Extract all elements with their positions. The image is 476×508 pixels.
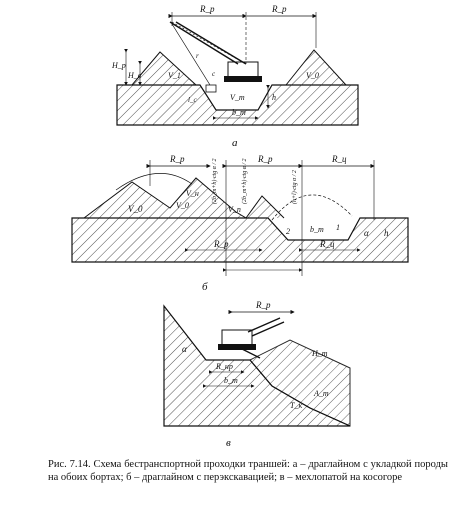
panel-c-dim-rp: R_р bbox=[255, 300, 271, 310]
panel-a-ground bbox=[116, 84, 359, 126]
panel-b-left-pile bbox=[82, 177, 248, 219]
panel-b: R_р R_р R_ц R_р R_ц (2b_т+h)·ctg α / 2 (… bbox=[71, 154, 409, 293]
panel-a-label-h: h bbox=[272, 93, 276, 102]
panel-a-left-pile bbox=[131, 51, 197, 86]
panel-b-rot-1: (2b_т+h)·ctg α / 2 bbox=[211, 158, 218, 204]
panel-b-dim-rc-2: R_ц bbox=[319, 239, 335, 249]
panel-b-rot-3: (h+l)·ctg α / 2 bbox=[291, 170, 298, 204]
panel-b-label-2: 2 bbox=[286, 227, 290, 236]
panel-a-right-pile bbox=[285, 49, 347, 86]
panel-b-rot-2: (2b_т+h)·ctg α / 2 bbox=[241, 158, 248, 204]
panel-b-dim-rc-1: R_ц bbox=[331, 154, 347, 164]
panel-c-dim-bt: b_т bbox=[224, 376, 238, 385]
panel-c-label-alpha: α bbox=[182, 344, 187, 354]
panel-c-dim-rnr: R_нр bbox=[215, 362, 233, 371]
panel-c-label-tk: T_к bbox=[290, 401, 302, 410]
panel-a-dim-rp-right: R_р bbox=[271, 4, 287, 14]
panel-b-label-vn: V_н bbox=[186, 189, 199, 198]
panel-b-mid-pile bbox=[245, 195, 285, 219]
panel-c-caption-letter: в bbox=[226, 437, 231, 449]
panel-c: R_р R_нр b_т α H_т T_к A_т в bbox=[163, 300, 351, 449]
panel-a: R_р R_р H_р H_в V_1 V_0 V_т h b_т l_с r … bbox=[111, 4, 359, 149]
panel-a-dim-rp-left: R_р bbox=[199, 4, 215, 14]
panel-a-label-hv: H_в bbox=[127, 71, 142, 80]
panel-a-caption-letter: а bbox=[232, 137, 238, 149]
panel-b-caption-letter: б bbox=[202, 281, 208, 293]
panel-a-label-bt: b_т bbox=[232, 108, 246, 117]
panel-a-label-hp: H_р bbox=[111, 61, 126, 70]
panel-c-upper-bank bbox=[249, 339, 351, 427]
panel-b-label-v0-1: V_0 bbox=[128, 204, 143, 214]
panel-b-label-1: 1 bbox=[336, 223, 340, 232]
panel-a-label-lc: l_с bbox=[188, 96, 197, 104]
panel-c-label-ht: H_т bbox=[311, 349, 328, 358]
panel-b-dim-rp-2: R_р bbox=[257, 154, 273, 164]
panel-a-label-v0: V_0 bbox=[306, 71, 319, 80]
panel-a-dragline bbox=[169, 21, 262, 93]
panel-a-label-v1: V_1 bbox=[168, 71, 181, 80]
figure: R_р R_р H_р H_в V_1 V_0 V_т h b_т l_с r … bbox=[71, 4, 409, 449]
panel-c-label-at: A_т bbox=[313, 389, 329, 398]
figure-caption: Рис. 7.14. Схема бестранспортной проходк… bbox=[48, 459, 448, 483]
panel-b-ground bbox=[71, 217, 409, 263]
panel-b-label-vp: V_п bbox=[228, 205, 241, 214]
panel-b-dim-rp-3: R_р bbox=[213, 239, 229, 249]
panel-a-label-vt: V_т bbox=[230, 93, 245, 102]
panel-c-shovel bbox=[218, 317, 285, 359]
panel-b-dim-rp-1: R_р bbox=[169, 154, 185, 164]
panel-b-label-alpha: α bbox=[364, 228, 369, 238]
panel-b-label-v0-2: V_0 bbox=[176, 201, 189, 210]
panel-b-label-bt: b_т bbox=[310, 225, 324, 234]
panel-a-label-c: c bbox=[212, 70, 216, 78]
panel-b-label-h: h bbox=[384, 228, 389, 238]
panel-a-label-r: r bbox=[196, 52, 199, 60]
